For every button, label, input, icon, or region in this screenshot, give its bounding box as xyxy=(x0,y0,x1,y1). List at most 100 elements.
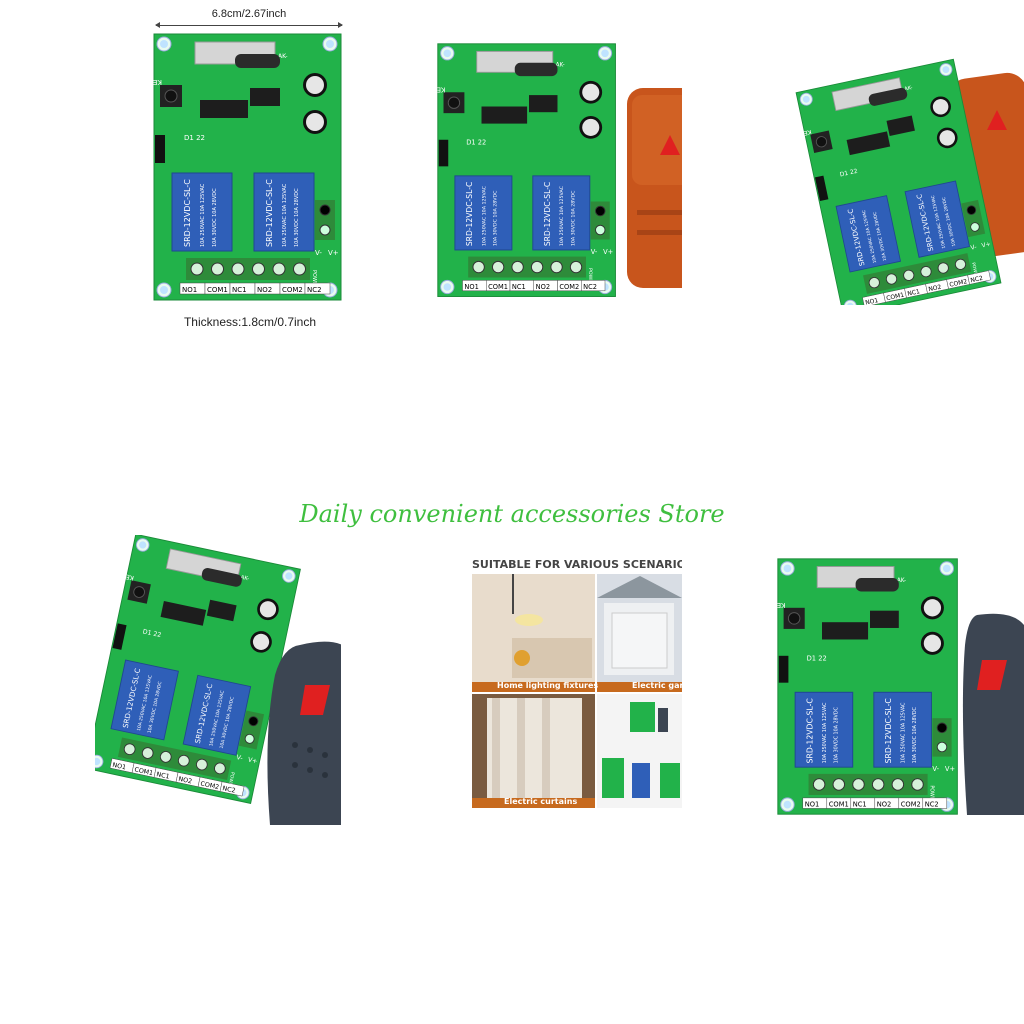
mounting-hole xyxy=(95,757,101,766)
power-label: POWER xyxy=(928,785,934,803)
relay xyxy=(794,691,854,768)
screw xyxy=(852,778,865,791)
screw xyxy=(954,258,967,270)
capacitor xyxy=(923,634,942,652)
dark-remote xyxy=(267,641,341,825)
jumper xyxy=(438,139,449,167)
terminal-label: NO2 xyxy=(257,286,272,294)
terminal-label: NC2 xyxy=(970,275,984,284)
antenna-label: AK- xyxy=(904,85,913,93)
terminal-label-box xyxy=(922,797,948,809)
jumper xyxy=(814,175,829,201)
relay-rating: 10A 250VAC 10A 125VAC xyxy=(200,183,206,247)
relay-model: SRD-12VDC-SL-C xyxy=(183,179,192,247)
antenna-coil xyxy=(514,62,558,77)
ic-chip xyxy=(250,88,280,106)
terminal-label: COM2 xyxy=(559,283,579,291)
relay-model: SRD-12VDC-SL-C xyxy=(465,182,474,246)
relay xyxy=(873,691,932,768)
relay-rating: 10A 250VAC 10A 125VAC xyxy=(822,702,828,763)
terminal-label-box xyxy=(967,270,991,285)
relay-rating: 10A 250VAC 10A 125VAC xyxy=(559,185,565,246)
terminal-label: NC2 xyxy=(307,286,322,294)
screw xyxy=(966,205,977,215)
screw xyxy=(491,260,505,274)
screw xyxy=(123,743,136,756)
ic-chip xyxy=(206,599,237,622)
vplus-label: V+ xyxy=(328,249,339,257)
power-label: POWER xyxy=(587,268,593,286)
screw xyxy=(891,778,905,791)
antenna-label: AK- xyxy=(278,53,288,60)
mounting-hole xyxy=(783,800,792,809)
screw xyxy=(569,260,583,274)
key-label: KEY xyxy=(432,86,445,94)
relay xyxy=(110,659,179,741)
screw xyxy=(812,778,826,791)
screw xyxy=(319,204,331,216)
caption-electric-garage: Electric garage xyxy=(632,681,682,690)
power-label: POWER xyxy=(970,262,979,279)
key-label: KEY xyxy=(121,572,134,581)
terminal-label: NC1 xyxy=(907,288,921,297)
relay-rating: 10A 30VDC 10A 28VDC xyxy=(294,188,300,247)
screw xyxy=(868,277,880,289)
jumper xyxy=(155,135,165,163)
terminal-label: NC1 xyxy=(232,286,247,294)
relay-rating: 10A 250VAC 10A 125VAC xyxy=(901,702,907,763)
capacitor xyxy=(259,601,277,618)
antenna-label: AK- xyxy=(897,578,906,584)
relay xyxy=(171,172,233,252)
relay-model: SRD-12VDC-SL-C xyxy=(805,698,814,763)
screw xyxy=(231,262,245,276)
screw xyxy=(936,722,948,734)
relay-rating: 10A 250VAC 10A 125VAC xyxy=(282,183,288,247)
screw xyxy=(920,266,932,278)
terminal-label: NC1 xyxy=(156,771,170,781)
antenna-coil xyxy=(201,568,242,587)
mounting-hole xyxy=(942,564,951,573)
terminal-label: NC1 xyxy=(512,283,526,291)
antenna-label: AK- xyxy=(556,63,565,69)
antenna-coil xyxy=(235,54,280,68)
mounting-hole xyxy=(160,40,168,48)
relay-rating: 10A 30VDC 10A 28VDC xyxy=(571,190,577,246)
vminus-label: V- xyxy=(970,244,977,252)
thickness-label: Thickness:1.8cm/0.7inch xyxy=(183,315,317,329)
terminal-label: COM2 xyxy=(200,780,220,791)
screw xyxy=(272,262,286,276)
relay-model: SRD-12VDC-SL-C xyxy=(265,179,274,247)
antenna-coil xyxy=(868,87,908,106)
screw xyxy=(177,754,190,767)
screw xyxy=(550,260,563,274)
power-label: POWER xyxy=(311,270,317,289)
screw xyxy=(970,222,980,232)
mounting-hole xyxy=(783,564,792,573)
relay-model: SRD-12VDC-SL-C xyxy=(543,182,552,246)
screw xyxy=(211,262,224,276)
relay-rating: 10A 30VDC 10A 28VDC xyxy=(212,188,218,247)
screw xyxy=(937,262,949,274)
relay-rating: 10A 250VAC 10A 125VAC xyxy=(481,185,487,246)
mounting-hole xyxy=(843,299,857,305)
screw xyxy=(832,778,846,791)
screw xyxy=(319,224,331,236)
ic-chip xyxy=(529,95,558,113)
capacitor xyxy=(582,118,600,136)
capacitor xyxy=(252,633,270,650)
relay xyxy=(532,175,591,251)
mounting-hole xyxy=(443,49,452,58)
terminal-label-box xyxy=(304,282,331,295)
terminal-label: NO2 xyxy=(877,801,892,809)
key-button xyxy=(133,586,145,598)
width-dimension-arrow xyxy=(155,22,343,28)
width-dimension-label: 6.8cm/2.67inch xyxy=(211,8,287,20)
jumper xyxy=(112,623,127,650)
scenario-collage: SUITABLE FOR VARIOUS SCENARIO Home light… xyxy=(472,558,682,808)
screw xyxy=(248,716,259,727)
mounting-hole xyxy=(326,40,334,48)
